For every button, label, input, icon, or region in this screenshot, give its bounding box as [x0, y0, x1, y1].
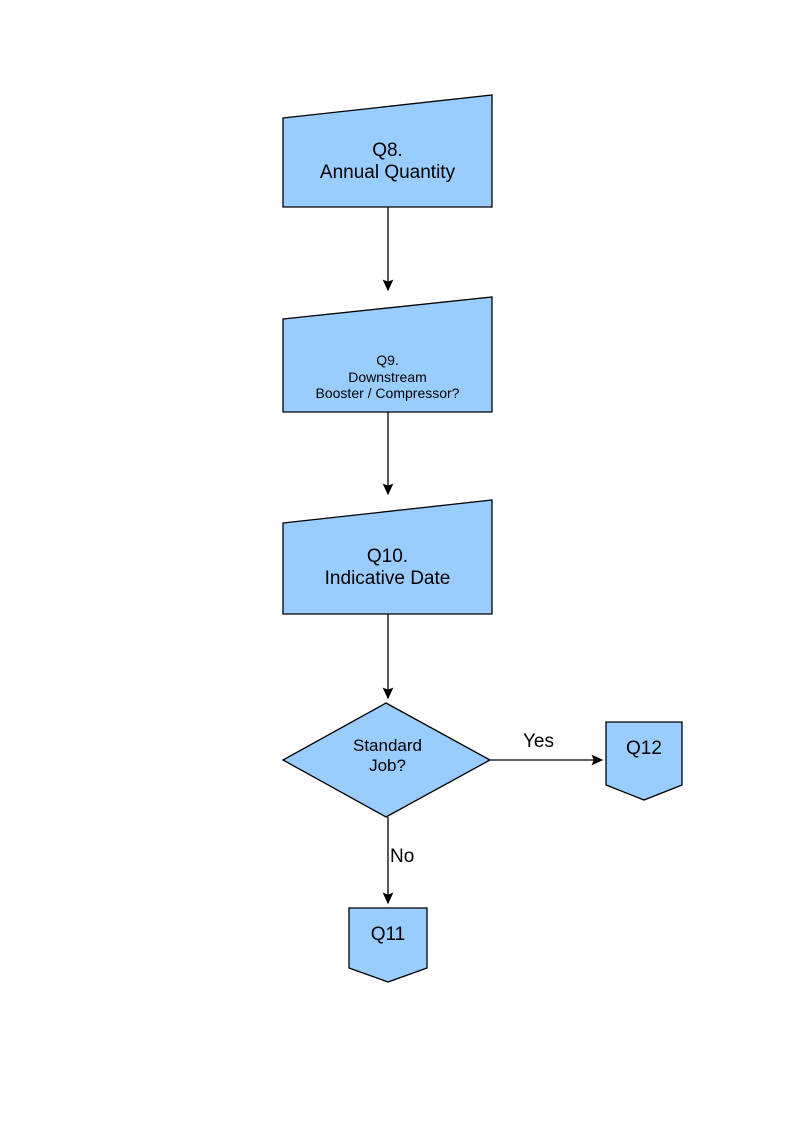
node-q10-shape[interactable]: [282, 499, 493, 615]
node-q11-shape[interactable]: [348, 907, 428, 983]
node-q12-shape[interactable]: [605, 721, 683, 801]
node-q8-shape[interactable]: [282, 94, 493, 208]
edge-label-yes: Yes: [523, 731, 554, 752]
node-decision-shape[interactable]: [281, 702, 492, 818]
node-q9-shape[interactable]: [282, 296, 493, 413]
edge-label-no: No: [390, 846, 415, 867]
